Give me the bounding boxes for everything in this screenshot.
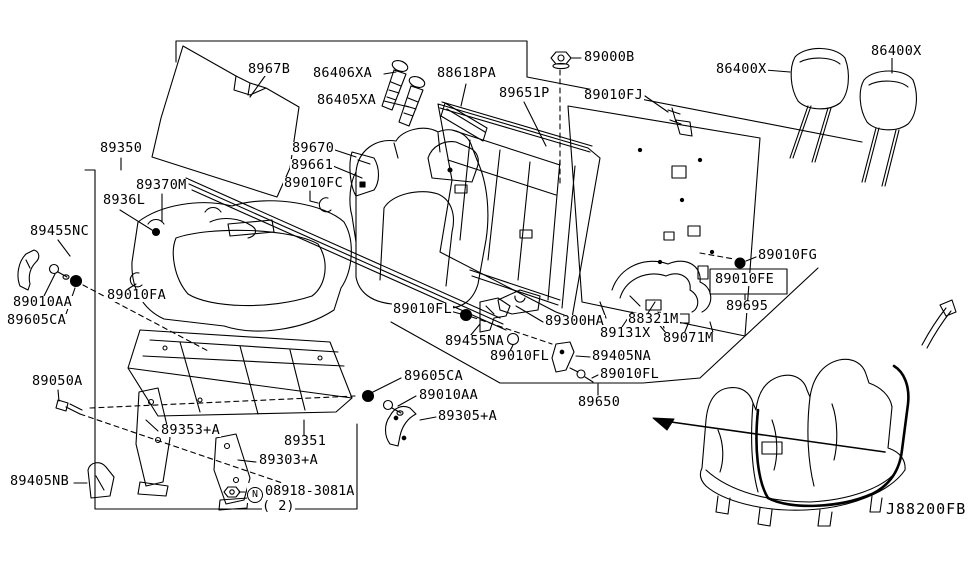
- seat-leg-right-drawing: [213, 433, 251, 511]
- part-label-89000B: 89000B: [583, 49, 636, 65]
- seat-cushion-drawing: [131, 200, 352, 332]
- cover-bracket-drawing: [87, 462, 115, 499]
- back-panel-drawing: [567, 105, 761, 337]
- part-label-89405NA: 89405NA: [591, 348, 652, 364]
- part-label-86400X-right: 86400X: [870, 43, 923, 59]
- part-label-89670: 89670: [291, 140, 336, 156]
- bolt-icon: [55, 399, 83, 415]
- part-label-89071M: 89071M: [662, 330, 715, 346]
- part-label-89351: 89351: [283, 433, 328, 449]
- bracket-89455NC-drawing: [17, 249, 40, 291]
- bolt-icon: [382, 399, 404, 416]
- back-cushion-drawing: [349, 127, 489, 309]
- part-label-89131X: 89131X: [599, 325, 652, 341]
- bracket-89405NA-drawing: [551, 341, 575, 373]
- clip-icon: [129, 272, 143, 288]
- part-label-89050A: 89050A: [31, 373, 84, 389]
- part-label-88618PA: 88618PA: [436, 65, 497, 81]
- part-label-89350: 89350: [99, 140, 144, 156]
- headrest-left-drawing: [789, 47, 849, 163]
- circled-n-icon: N: [247, 487, 263, 503]
- part-label-89695: 89695: [725, 298, 770, 314]
- part-label-86405XA: 86405XA: [316, 92, 377, 108]
- part-label-86400X-left: 86400X: [715, 61, 768, 77]
- seat-back-board-drawing: [151, 45, 507, 331]
- bracket-89455NA-drawing: [479, 297, 511, 333]
- strip-88618PA-drawing: [440, 102, 488, 142]
- part-label-89650: 89650: [577, 394, 622, 410]
- part-label-89455NC: 89455NC: [29, 223, 90, 239]
- nut-icon: [550, 51, 572, 70]
- side-pad-drawing: [349, 151, 380, 197]
- part-label-89010FG: 89010FG: [757, 247, 818, 263]
- bolt-icon: [48, 263, 70, 280]
- part-label-89010FA: 89010FA: [106, 287, 167, 303]
- bolt-icon: [381, 60, 409, 111]
- part-label-89010FL-mid: 89010FL: [489, 348, 550, 364]
- part-label-89303A: 89303+A: [258, 452, 319, 468]
- nut-icon: [223, 486, 241, 498]
- part-label-89370M: 89370M: [135, 177, 188, 193]
- callout-leader-lines: [43, 56, 893, 493]
- part-label-89353A: 89353+A: [160, 422, 221, 438]
- part-label-89651P: 89651P: [498, 85, 551, 101]
- headrest-right-drawing: [859, 70, 917, 187]
- bench-seat-illustration: [699, 299, 957, 527]
- diagram-code: J88200FB: [885, 500, 968, 518]
- bolt-icon: [398, 76, 426, 127]
- part-label-89455NA: 89455NA: [444, 333, 505, 349]
- part-label-89605CA-left: 89605CA: [6, 312, 67, 328]
- part-label-8967B: 8967B: [247, 61, 292, 77]
- part-label-89405NB: 89405NB: [9, 473, 70, 489]
- part-label-86406XA: 86406XA: [312, 65, 373, 81]
- bracket-89305A-drawing: [384, 405, 417, 447]
- part-label-89605CA-mid: 89605CA: [403, 368, 464, 384]
- part-label-88321M: 88321M: [627, 311, 680, 327]
- grommet-icon: [69, 274, 83, 288]
- nut-part-number: 08918-3081A: [265, 483, 355, 499]
- seat-frame-drawing: [127, 329, 353, 417]
- direction-arrow-icon: [652, 417, 886, 453]
- bolt-icon: [569, 367, 594, 383]
- grommet-icon: [734, 257, 746, 269]
- clip-icon: [667, 107, 682, 125]
- grommet-icon: [459, 308, 473, 322]
- part-label-89010FE: 89010FE: [714, 271, 775, 287]
- part-label-8936L: 8936L: [102, 192, 147, 208]
- part-label-89010FL-bot: 89010FL: [599, 366, 660, 382]
- nut-part-quantity: ( 2): [262, 498, 295, 514]
- part-label-89305A: 89305+A: [437, 408, 498, 424]
- part-label-89010FJ: 89010FJ: [583, 87, 644, 103]
- latch-striker-drawing: [469, 269, 561, 315]
- part-label-89010AA-mid: 89010AA: [418, 387, 479, 403]
- clip-icon: [318, 197, 332, 213]
- part-label-89010FL-left: 89010FL: [392, 301, 453, 317]
- part-label-89010AA-left: 89010AA: [12, 294, 73, 310]
- seat-leg-left-drawing: [135, 387, 171, 497]
- part-label-89661: 89661: [290, 157, 335, 173]
- part-label-89300HA: 89300HA: [544, 313, 605, 329]
- part-label-89010FC: 89010FC: [283, 175, 344, 191]
